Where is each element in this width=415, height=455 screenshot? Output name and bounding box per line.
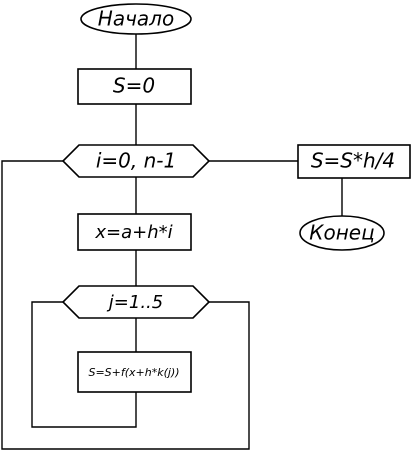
init-label: S=0 <box>113 74 155 98</box>
accumulate-label: S=S+f(x+h*k(j)) <box>88 366 179 379</box>
result-label: S=S*h/4 <box>311 149 395 173</box>
loop-i-label: i=0, n-1 <box>96 149 176 173</box>
end-terminator: Конец <box>299 215 385 251</box>
start-terminator: Начало <box>80 3 192 35</box>
assign-x-label: x=a+h*i <box>94 222 172 243</box>
flowchart-connectors <box>1 34 343 450</box>
loop-j-label: j=1..5 <box>106 292 163 313</box>
accumulate-process-block: S=S+f(x+h*k(j)) <box>77 351 192 393</box>
end-label: Конец <box>309 221 374 245</box>
init-process-block: S=0 <box>77 68 192 105</box>
connector-inner-loop-exit <box>1 160 250 450</box>
start-label: Начало <box>98 7 174 31</box>
loop-i-block: i=0, n-1 <box>61 144 211 178</box>
connector-inner-loop-back <box>31 301 137 428</box>
loop-j-block: j=1..5 <box>61 285 211 319</box>
result-process-block: S=S*h/4 <box>297 144 411 179</box>
assign-x-process-block: x=a+h*i <box>77 213 192 251</box>
